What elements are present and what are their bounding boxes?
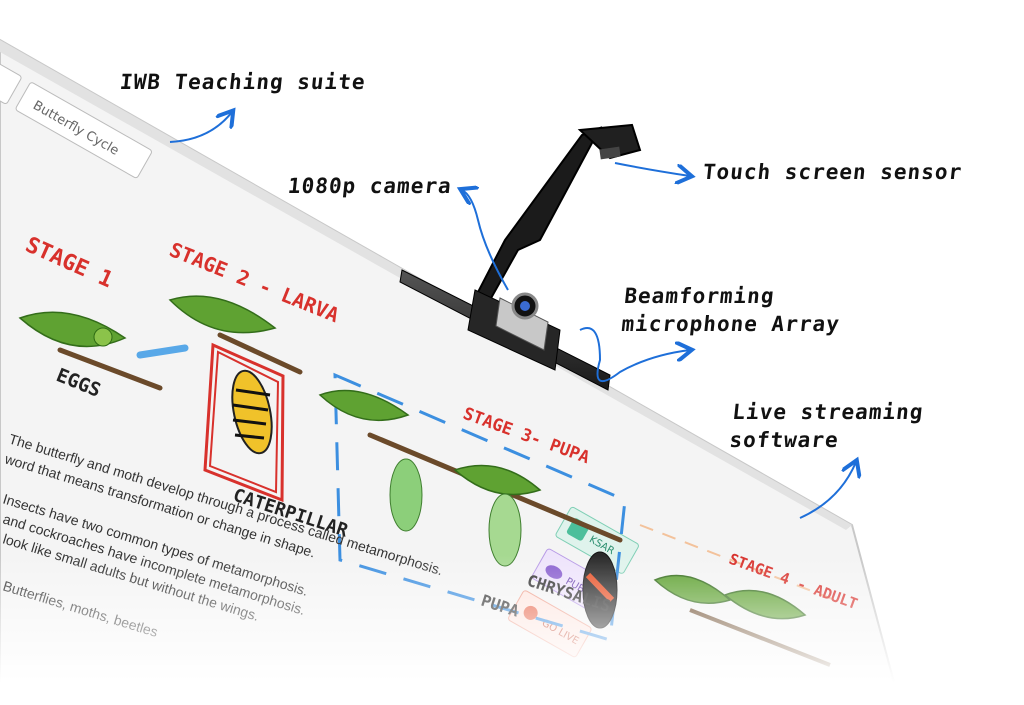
camera-device	[399, 123, 642, 391]
mic-callout: Beamforming microphone Array	[620, 282, 844, 339]
callout-arrows	[169, 112, 856, 519]
iwb-suite-callout: IWB Teaching suite	[118, 70, 367, 94]
leaf-eggs	[18, 311, 163, 391]
tab-prev[interactable]	[0, 62, 22, 105]
live-callout-line-1: Live streaming	[731, 400, 925, 424]
touch-sensor-callout: Touch screen sensor	[701, 160, 964, 184]
touch-sensor-head	[577, 123, 642, 160]
mic-callout-line-1: Beamforming	[623, 284, 776, 308]
leaf-caterpillar	[168, 295, 303, 503]
mic-callout-line-2: microphone Array	[620, 312, 842, 337]
camera-callout: 1080p camera	[286, 174, 453, 198]
whiteboard-screen: Butterfly Cycle KSAR PUBLISH G	[0, 38, 902, 705]
pupa-box	[333, 372, 627, 642]
live-callout-line-2: software	[728, 428, 840, 453]
arrow-to-larva	[136, 344, 189, 359]
live-streaming-callout: Live streaming software	[728, 398, 925, 455]
